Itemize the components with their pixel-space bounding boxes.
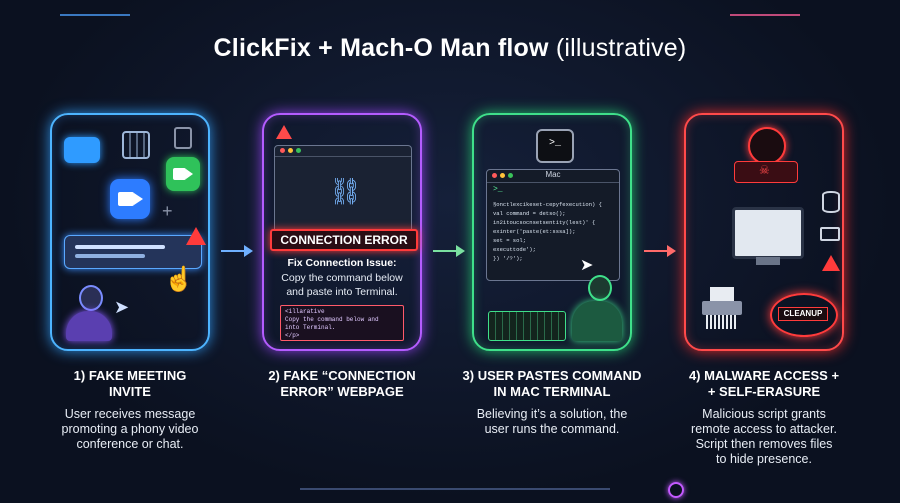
- folder-icon: [820, 227, 840, 241]
- cleanup-badge: CLEANUP: [770, 293, 838, 337]
- infected-mac-icon: [732, 207, 804, 259]
- broken-link-icon: ⛓: [329, 176, 363, 206]
- deco-line-bottom: [300, 488, 610, 490]
- panel-malware: ☠ CLEANUP: [684, 113, 844, 351]
- chat-bubble-icon: [64, 137, 100, 163]
- terminal-prompt: >_: [493, 185, 503, 194]
- user-avatar-icon: [64, 285, 114, 341]
- user-typing-icon: [566, 275, 626, 343]
- browser-window: ⛓: [274, 145, 412, 239]
- panel-fake-webpage: ⛓ CONNECTION ERROR Fix Connection Issue:…: [262, 113, 422, 351]
- cursor-icon: ➤: [580, 257, 594, 274]
- flow-arrow-1-2: [221, 245, 253, 257]
- terminal-window: Mac >_ §onctlexcikeset-cepyfexecution) {…: [486, 169, 620, 281]
- code-box: <illarative Copy the command below and i…: [280, 305, 404, 341]
- terminal-window-title: Mac: [545, 170, 561, 179]
- connection-error-banner: CONNECTION ERROR: [270, 229, 418, 251]
- fix-title: Fix Connection Issue:: [287, 257, 397, 269]
- mac-stand: [756, 257, 780, 265]
- title-suffix: (illustrative): [555, 34, 687, 62]
- shredder-icon: [702, 287, 742, 331]
- deco-line-top-right: [730, 14, 800, 16]
- facetime-icon: [166, 157, 200, 191]
- deco-dot-bottom: [668, 482, 684, 498]
- plus-icon: +: [162, 201, 173, 221]
- warning-icon: [822, 255, 840, 271]
- cleanup-label: CLEANUP: [778, 307, 828, 321]
- flow-arrow-2-3: [433, 245, 465, 257]
- fix-text: Copy the command below and paste into Te…: [281, 272, 403, 298]
- caption-step-4: 4) MALWARE ACCESS ++ SELF-ERASURE Malici…: [664, 368, 864, 467]
- warning-icon: [276, 125, 292, 139]
- terminal-app-icon: >_: [536, 129, 574, 163]
- warning-icon: [186, 227, 206, 245]
- caption-heading: 4) MALWARE ACCESS ++ SELF-ERASURE: [688, 368, 840, 399]
- database-icon: [822, 191, 840, 213]
- pointer-hand-icon: ☝: [164, 266, 194, 293]
- panel-fake-meeting: + ☝ ➤: [50, 113, 210, 351]
- keyboard-icon: [488, 311, 566, 341]
- title-main: ClickFix + Mach-O Man flow: [213, 34, 549, 62]
- cursor-icon: ➤: [114, 297, 130, 317]
- zoom-video-icon: [110, 179, 150, 219]
- flow-arrow-3-4: [644, 245, 676, 257]
- page-title: ClickFix + Mach-O Man flow (illustrative…: [0, 34, 900, 63]
- terminal-code: §onctlexcikeset-cepyfexecution) { val co…: [493, 201, 602, 262]
- calendar-icon: [122, 131, 150, 159]
- deco-line-top-left: [60, 14, 130, 16]
- hacker-icon: ☠: [734, 127, 798, 183]
- message-notification: [64, 235, 202, 269]
- file-icon: [174, 127, 192, 149]
- panel-terminal: >_ Mac >_ §onctlexcikeset-cepyfexecution…: [472, 113, 632, 351]
